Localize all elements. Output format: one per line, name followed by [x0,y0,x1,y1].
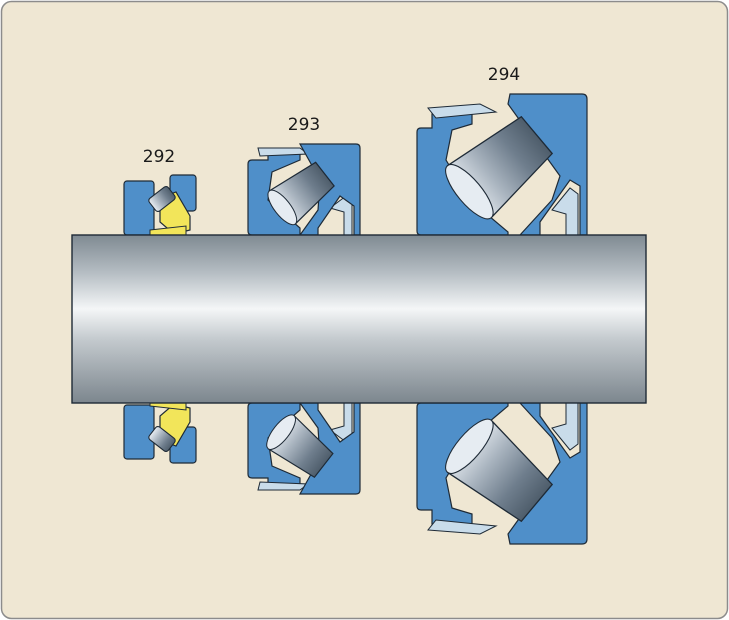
shaft [71,234,647,404]
bearing-292-bottom-half [123,402,197,464]
bearing-293-bottom-half [247,402,361,495]
bearing-293-housing-washer-top [247,151,301,236]
bearing-292-top-half [123,174,197,236]
bearing-292-housing-washer-top [123,180,155,236]
label-bearing-292: 292 [143,147,175,167]
label-bearing-293: 293 [288,115,320,135]
bearing-293 [247,143,361,495]
bearing-294-roller-bottom [445,418,554,523]
bearing-292-roller-top [148,185,176,213]
label-bearing-294: 294 [488,65,520,85]
bearing-294-top-half [416,93,588,236]
bearing-292 [123,174,197,464]
bearing-293-top-half [247,143,361,236]
bearing-293-housing-washer-bottom [247,402,301,487]
bearing-294-housing-washer-top [416,113,509,236]
bearing-292-roller-bottom [148,425,176,453]
bearing-293-roller-top [267,161,335,226]
bearing-293-roller-bottom [266,414,334,479]
bearing-294-roller-top [445,115,554,220]
bearing-294-bottom-half [416,402,588,545]
bearing-294 [416,93,588,545]
bearing-292-housing-washer-bottom [123,404,155,460]
bearing-294-housing-washer-bottom [416,402,509,525]
